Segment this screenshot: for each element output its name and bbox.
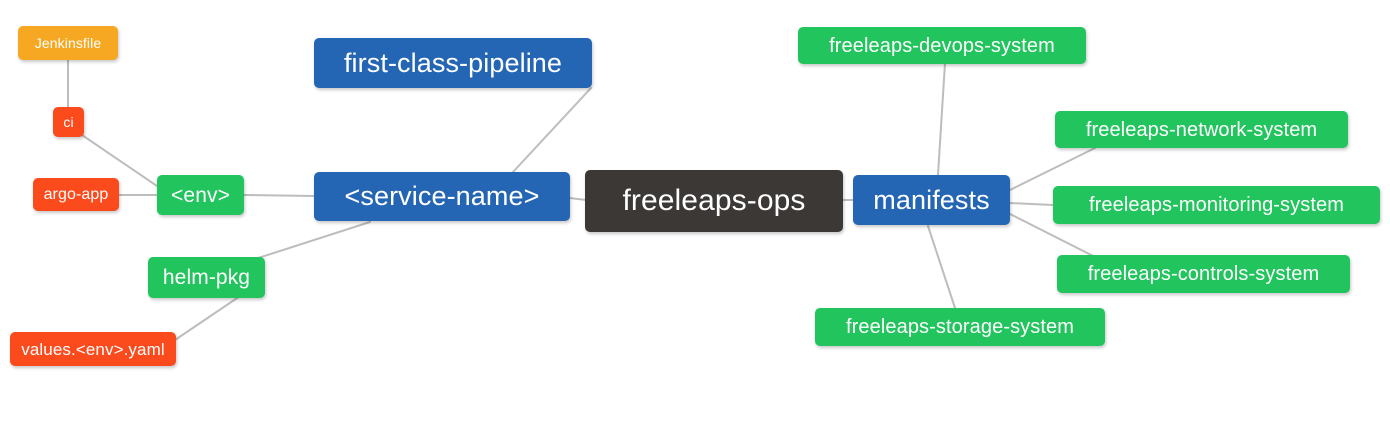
node-first-class-pipeline[interactable]: first-class-pipeline: [314, 38, 592, 88]
edge-servicename-firstclasspipeline: [512, 87, 592, 173]
node-service-name[interactable]: <service-name>: [314, 172, 570, 221]
node-service-name-label: <service-name>: [344, 181, 540, 211]
edge-manifests-storagesystem: [927, 225, 956, 309]
node-values-yaml-label: values.<env>.yaml: [21, 339, 165, 359]
node-jenkinsfile[interactable]: Jenkinsfile: [18, 26, 118, 60]
node-jenkinsfile-label: Jenkinsfile: [34, 35, 102, 51]
node-env-label: <env>: [171, 183, 230, 207]
node-controls-system[interactable]: freeleaps-controls-system: [1057, 255, 1350, 293]
node-root-label: freeleaps-ops: [622, 184, 806, 217]
node-values-yaml[interactable]: values.<env>.yaml: [10, 332, 176, 366]
node-manifests[interactable]: manifests: [853, 175, 1010, 225]
node-network-system[interactable]: freeleaps-network-system: [1055, 111, 1348, 148]
edge-manifests-devopssystem: [937, 62, 946, 176]
node-controls-system-label: freeleaps-controls-system: [1087, 263, 1320, 285]
node-manifests-label: manifests: [873, 184, 990, 215]
node-monitoring-system-label: freeleaps-monitoring-system: [1088, 194, 1344, 216]
node-root-freeleaps-ops[interactable]: freeleaps-ops: [585, 170, 843, 232]
node-ci[interactable]: ci: [53, 107, 84, 137]
node-argo-app-label: argo-app: [43, 185, 109, 203]
edge-env-servicename: [242, 194, 315, 197]
node-network-system-label: freeleaps-network-system: [1085, 118, 1318, 141]
edge-manifests-networksystem: [1009, 147, 1096, 191]
node-storage-system[interactable]: freeleaps-storage-system: [815, 308, 1105, 346]
node-first-class-pipeline-label: first-class-pipeline: [343, 47, 563, 78]
node-devops-system[interactable]: freeleaps-devops-system: [798, 27, 1086, 64]
node-helm-pkg[interactable]: helm-pkg: [148, 257, 265, 298]
edge-helmpkg-servicename: [251, 221, 371, 261]
node-ci-label: ci: [63, 114, 74, 130]
edge-manifests-monitoringsystem: [1009, 202, 1054, 206]
node-helm-pkg-label: helm-pkg: [162, 266, 251, 289]
node-argo-app[interactable]: argo-app: [33, 178, 119, 211]
node-storage-system-label: freeleaps-storage-system: [845, 316, 1075, 338]
edge-servicename-root: [569, 197, 587, 201]
node-env[interactable]: <env>: [157, 175, 244, 215]
node-monitoring-system[interactable]: freeleaps-monitoring-system: [1053, 186, 1380, 224]
node-devops-system-label: freeleaps-devops-system: [829, 34, 1055, 57]
